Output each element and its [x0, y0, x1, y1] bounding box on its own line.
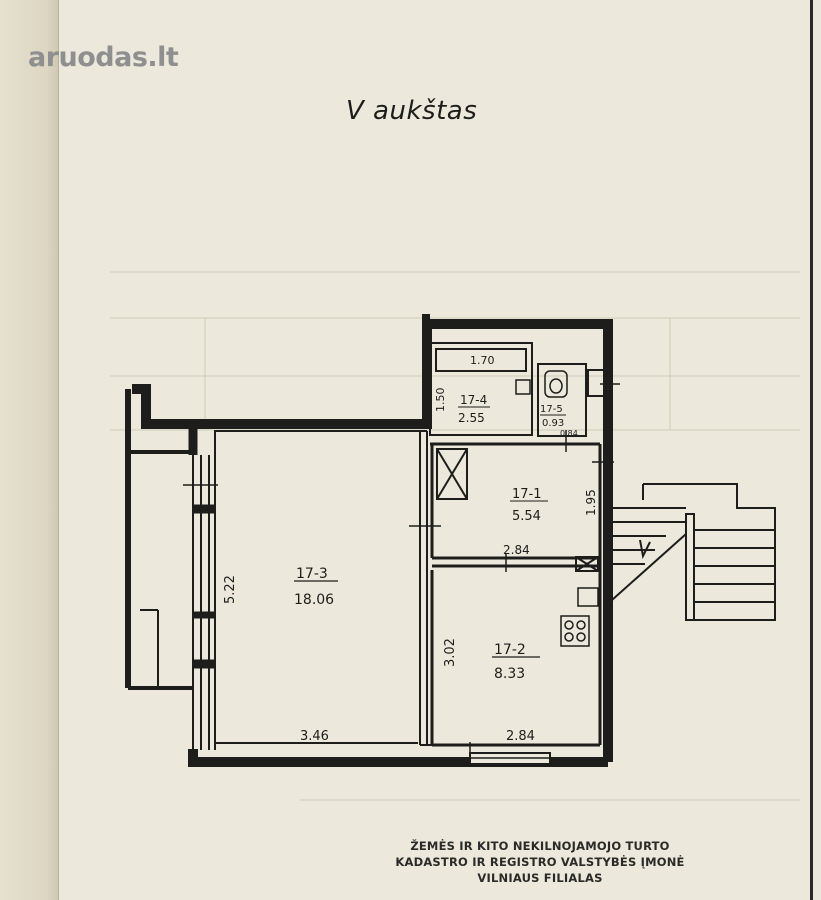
room-area-17-2: 8.33: [494, 666, 525, 682]
room-id-17-1: 17-1: [512, 487, 542, 502]
dim-1-95: 1.95: [584, 489, 598, 516]
dim-1-70: 1.70: [470, 354, 495, 367]
room-area-17-1: 5.54: [512, 509, 541, 524]
room-id-17-4: 17-4: [460, 393, 487, 407]
stamp-line-2: KADASTRO IR REGISTRO VALSTYBĖS ĮMONĖ: [395, 855, 685, 869]
room-area-17-5: 0.93: [542, 418, 564, 429]
balcony: [125, 389, 193, 690]
dim-5-22: 5.22: [223, 575, 238, 604]
page-fold: [0, 0, 59, 900]
dim-2-84-bottom: 2.84: [506, 729, 535, 744]
dimension-labels: 1.70 1.50 1.95 2.84 5.22 3.02 3.46 2.84 …: [223, 354, 598, 744]
dim-2-84-top: 2.84: [503, 543, 530, 557]
room-area-17-3: 18.06: [294, 592, 334, 608]
dim-0-84: 0.84: [560, 429, 578, 438]
toilet-icon: [515, 370, 568, 398]
door-marks: [409, 383, 620, 766]
page-edge: [810, 0, 813, 900]
stove-icon: [560, 587, 599, 647]
room-17-3-outline: [215, 430, 470, 746]
floor-title: V aukštas: [346, 96, 478, 126]
form-grid: [110, 271, 800, 801]
stamp-line-3: VILNIAUS FILIALAS: [477, 871, 603, 885]
room-id-17-5: 17-5: [540, 404, 563, 415]
left-wall-windows: [183, 424, 218, 750]
partitions: [429, 342, 602, 747]
room-labels: 17-3 18.06 17-4 2.55 17-5 0.93 17-1 5.54…: [294, 393, 566, 682]
room-id-17-2: 17-2: [494, 642, 526, 658]
ventilation-shaft: [436, 369, 605, 572]
dim-3-46: 3.46: [300, 729, 329, 744]
dim-3-02: 3.02: [443, 638, 458, 667]
staircase: [611, 483, 776, 684]
stamp-line-1: ŽEMĖS IR KITO NEKILNOJAMOJO TURTO: [410, 839, 670, 853]
room-area-17-4: 2.55: [458, 411, 485, 425]
outer-walls: [132, 314, 613, 767]
bottom-window: [469, 752, 551, 765]
room-id-17-3: 17-3: [296, 566, 328, 582]
cadastre-stamp: ŽEMĖS IR KITO NEKILNOJAMOJO TURTO KADAST…: [330, 838, 750, 886]
watermark-logo: aruodas.lt: [28, 42, 179, 73]
dim-1-50: 1.50: [434, 388, 447, 413]
watermark-text: aruodas.lt: [28, 42, 179, 73]
